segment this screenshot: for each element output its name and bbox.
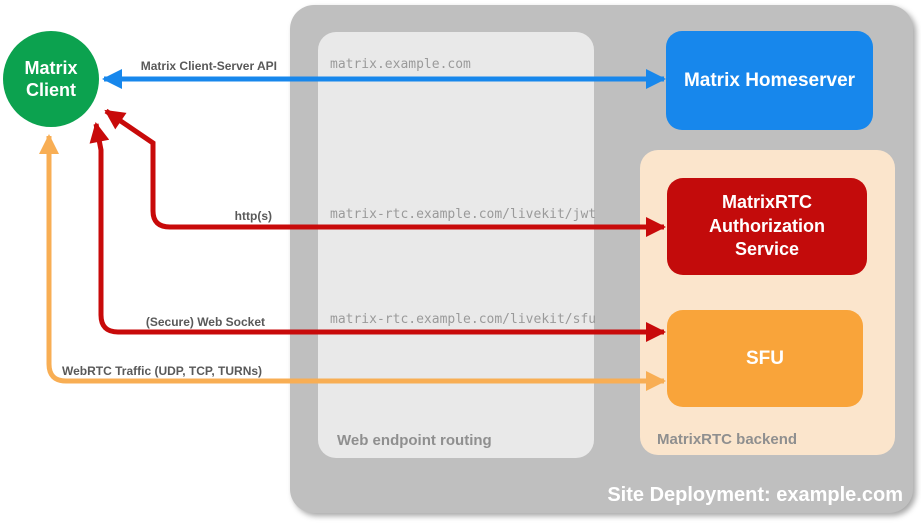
sfu-label: SFU	[746, 347, 784, 369]
web-endpoint-routing-panel	[318, 32, 594, 458]
https-arrow-label: http(s)	[234, 209, 272, 223]
client-server-api-arrow-label: Matrix Client-Server API	[140, 59, 277, 73]
matrix-homeserver-label: Matrix Homeserver	[683, 69, 856, 91]
matrixrtc-authorization-service-node: MatrixRTC Authorization Service	[667, 178, 867, 275]
livekit-jwt-endpoint-url: matrix-rtc.example.com/livekit/jwt	[330, 207, 597, 222]
webrtc-traffic-arrow-label: WebRTC Traffic (UDP, TCP, TURNs)	[62, 364, 263, 378]
websocket-arrow-label: (Secure) Web Socket	[145, 315, 265, 329]
matrix-homeserver-node: Matrix Homeserver	[666, 31, 873, 130]
matrixrtc-backend-caption: MatrixRTC backend	[657, 431, 798, 448]
matrixrtc-authorization-service-label: MatrixRTC Authorization Service	[709, 192, 825, 260]
homeserver-endpoint-url: matrix.example.com	[330, 57, 471, 72]
web-endpoint-routing-caption: Web endpoint routing	[337, 432, 492, 449]
livekit-sfu-endpoint-url: matrix-rtc.example.com/livekit/sfu	[330, 312, 597, 327]
site-deployment-caption: Site Deployment: example.com	[607, 484, 903, 506]
matrix-client-node: Matrix Client	[3, 31, 99, 127]
matrix-client-label: Matrix Client	[24, 57, 78, 101]
sfu-node: SFU	[667, 310, 863, 407]
